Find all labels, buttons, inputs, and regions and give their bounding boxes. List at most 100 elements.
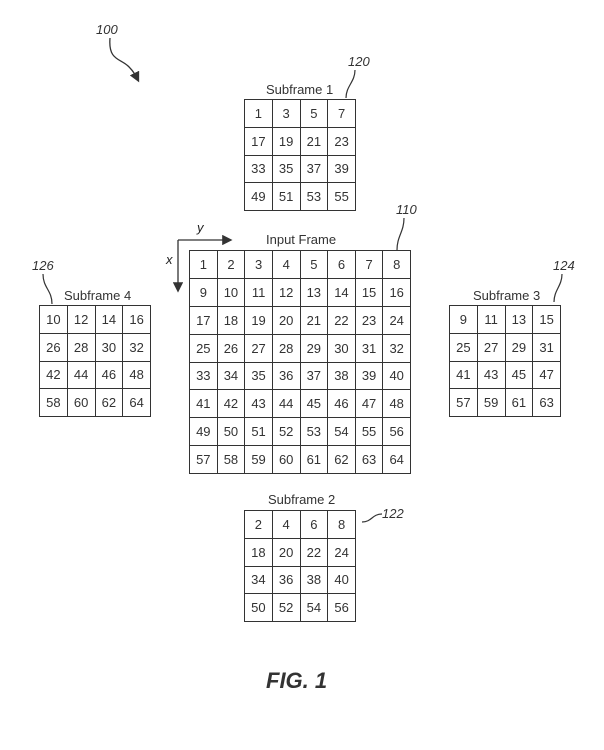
grid-cell: 54 [327,417,356,447]
grid-cell: 42 [39,360,68,390]
figure-caption: FIG. 1 [266,668,328,693]
grid-cell: 25 [189,333,218,363]
grid-cell: 11 [476,305,506,334]
grid-cell: 15 [532,305,561,334]
grid-cell: 49 [244,182,273,211]
grid-cell: 62 [327,445,356,474]
grid-cell: 30 [327,333,356,363]
grid-cell: 62 [94,388,124,417]
grid-cell: 49 [189,417,218,447]
grid-cell: 18 [244,537,273,567]
grid-cell: 50 [216,417,246,447]
input-frame-title: Input Frame [266,232,337,247]
grid-cell: 20 [271,537,301,567]
grid-cell: 16 [382,277,411,307]
grid-cell: 2 [244,510,273,539]
grid-cell: 64 [382,445,411,474]
grid-cell: 1 [244,99,273,128]
grid-cell: 13 [504,305,534,334]
subframe-4-ref: 126 [32,258,54,273]
grid-cell: 5 [299,99,329,128]
grid-cell: 25 [449,332,478,362]
grid-cell: 52 [271,593,301,622]
grid-cell: 21 [299,126,329,156]
grid-cell: 29 [299,333,329,363]
grid-cell: 61 [504,388,534,417]
grid-cell: 3 [244,250,273,279]
grid-cell: 19 [244,305,273,335]
grid-cell: 45 [504,360,534,390]
grid-cell: 40 [382,361,411,391]
grid-cell: 51 [271,182,301,211]
grid-cell: 31 [532,332,561,362]
grid-cell: 38 [327,361,356,391]
grid-cell: 38 [299,565,329,595]
subframe-3-ref: 124 [553,258,575,273]
grid-cell: 46 [94,360,124,390]
grid-cell: 32 [122,332,151,362]
grid-cell: 21 [299,305,329,335]
grid-cell: 8 [327,510,356,539]
grid-cell: 27 [244,333,273,363]
grid-cell: 37 [299,361,329,391]
grid-cell: 53 [299,182,329,211]
grid-cell: 23 [354,305,384,335]
grid-cell: 28 [66,332,96,362]
ref-100: 100 [96,22,118,37]
grid-cell: 61 [299,445,329,474]
grid-cell: 57 [449,388,478,417]
grid-cell: 12 [271,277,301,307]
ref-100-arrow [109,37,140,83]
grid-cell: 41 [449,360,478,390]
grid-cell: 9 [449,305,478,334]
x-axis-label: x [166,252,173,267]
grid-cell: 58 [39,388,68,417]
grid-cell: 47 [354,389,384,419]
subframe-1-title: Subframe 1 [266,82,334,97]
grid-cell: 14 [94,305,124,334]
grid-cell: 47 [532,360,561,390]
grid-cell: 59 [244,445,273,474]
grid-cell: 11 [244,277,273,307]
grid-cell: 41 [189,389,218,419]
grid-cell: 17 [244,126,273,156]
grid-cell: 7 [354,250,384,279]
grid-cell: 48 [382,389,411,419]
input-frame-ref: 110 [396,202,417,217]
grid-cell: 10 [39,305,68,334]
grid-cell: 30 [94,332,124,362]
grid-cell: 45 [299,389,329,419]
grid-cell: 58 [216,445,246,474]
grid-cell: 22 [327,305,356,335]
grid-cell: 27 [476,332,506,362]
grid-cell: 55 [327,182,356,211]
ref-120-leader [345,69,356,99]
grid-cell: 17 [189,305,218,335]
grid-cell: 46 [327,389,356,419]
grid-cell: 56 [327,593,356,622]
grid-cell: 52 [271,417,301,447]
grid-cell: 35 [271,154,301,184]
grid-cell: 12 [66,305,96,334]
grid-cell: 42 [216,389,246,419]
